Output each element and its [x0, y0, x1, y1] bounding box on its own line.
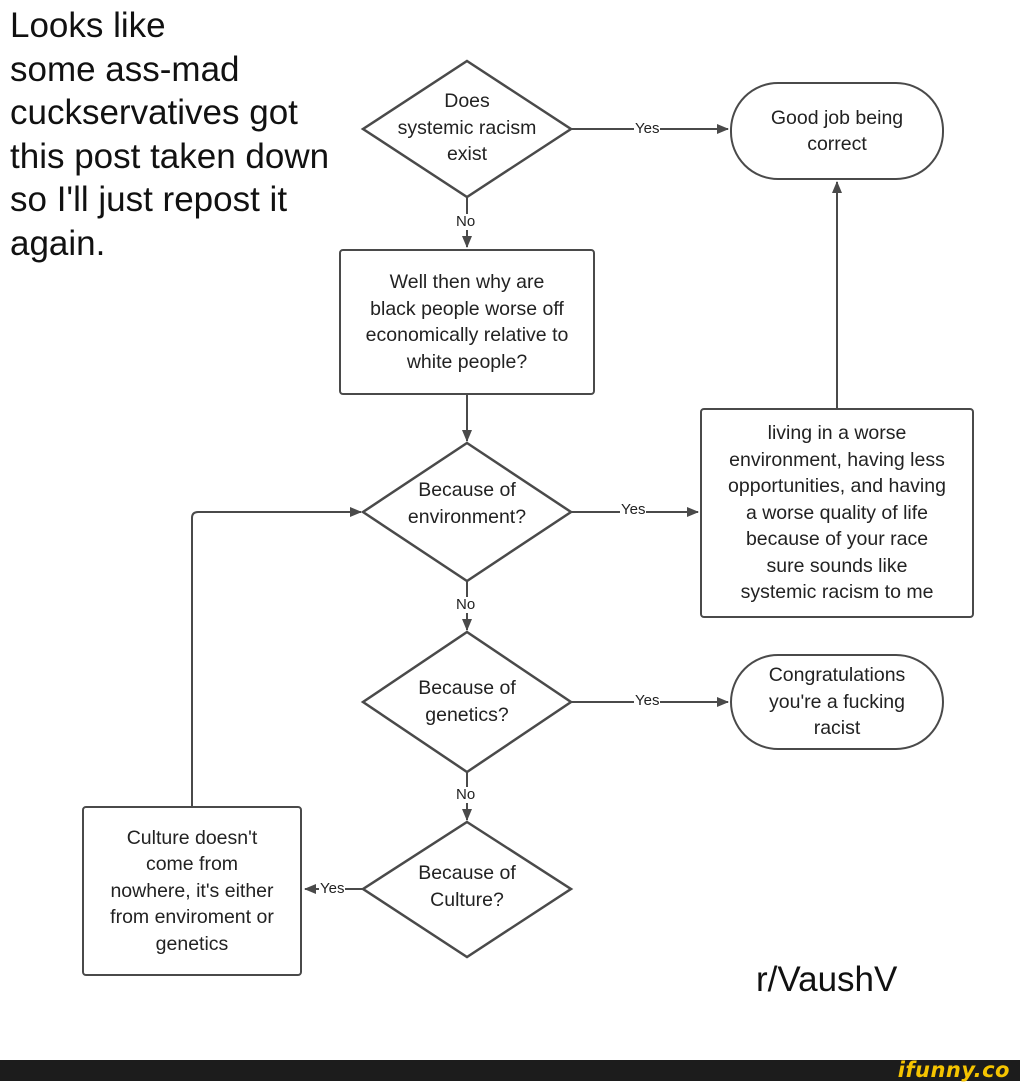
terminal-good-job: Good job being correct [730, 82, 944, 180]
terminal-racist-text: Congratulations you're a fucking racist [768, 664, 906, 740]
edge-label-d3-no: No [455, 786, 477, 803]
decision-label-environment: Because of environment? [407, 479, 527, 528]
box-environment-explanation: living in a worse environment, having le… [700, 408, 974, 618]
box-why-worse-off: Well then why are black people worse off… [339, 249, 595, 395]
terminal-good-job-text: Good job being correct [770, 106, 904, 156]
box-culture-explanation-text: Culture doesn't come from nowhere, it's … [110, 826, 274, 955]
subreddit-credit: r/VaushV [756, 960, 898, 999]
edge-label-d3-yes: Yes [634, 692, 661, 709]
flowchart-connectors [191, 59, 842, 959]
decision-label-systemic-racism: Does systemic racism exist [397, 90, 537, 165]
edge-label-d1-no: No [455, 213, 477, 230]
edge-culture-d2 [191, 507, 362, 806]
box-culture-explanation: Culture doesn't come from nowhere, it's … [82, 806, 302, 976]
edge-label-d2-yes: Yes [620, 501, 647, 518]
ifunny-logo: ifunny.co [897, 1058, 1010, 1082]
edge-label-d1-yes: Yes [634, 120, 661, 137]
box-why-worse-off-text: Well then why are black people worse off… [365, 271, 569, 373]
edge-label-d4-yes: Yes [319, 880, 346, 897]
watermark-bar: ifunny.co [0, 1058, 1020, 1082]
terminal-racist: Congratulations you're a fucking racist [730, 654, 944, 750]
meme-caption: Looks like some ass-mad cuckservatives g… [10, 6, 330, 263]
edge-label-d2-no: No [455, 596, 477, 613]
box-environment-explanation-text: living in a worse environment, having le… [728, 422, 946, 604]
decision-label-culture: Because of Culture? [418, 862, 516, 911]
decision-label-genetics: Because of genetics? [418, 677, 516, 726]
decision-diamond-culture [360, 820, 574, 959]
